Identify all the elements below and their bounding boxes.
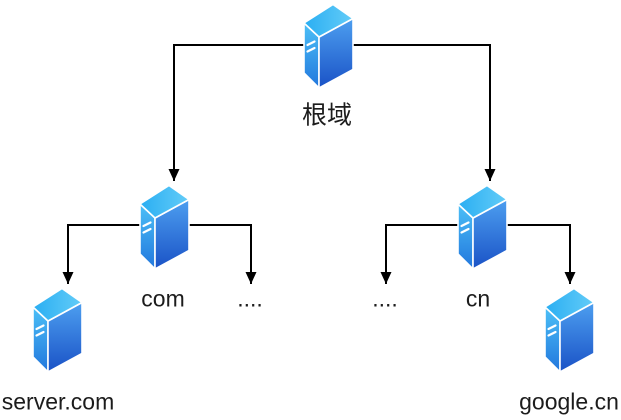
node-label-com: com — [141, 285, 185, 312]
node-label-dots-right: .... — [372, 285, 398, 312]
edge-root-to-cn — [348, 44, 496, 181]
edge-com-to-server-com — [62, 224, 145, 284]
edge-com-to-dots — [185, 224, 257, 284]
node-label-dots-left: .... — [237, 285, 263, 312]
server-icon-server-com — [31, 287, 84, 373]
server-icon-cn — [456, 184, 509, 270]
node-label-server-com: server.com — [1, 388, 115, 415]
server-icon-google-cn — [543, 287, 596, 373]
server-icon-com — [138, 184, 191, 270]
edge-cn-to-google-cn — [502, 224, 576, 284]
edge-root-to-com — [168, 44, 310, 181]
edge-cn-to-dots — [380, 224, 463, 284]
server-icon-root — [302, 3, 355, 89]
node-label-root: 根域 — [301, 101, 353, 130]
node-label-cn: cn — [465, 285, 491, 312]
node-label-google-cn: google.cn — [519, 388, 619, 415]
